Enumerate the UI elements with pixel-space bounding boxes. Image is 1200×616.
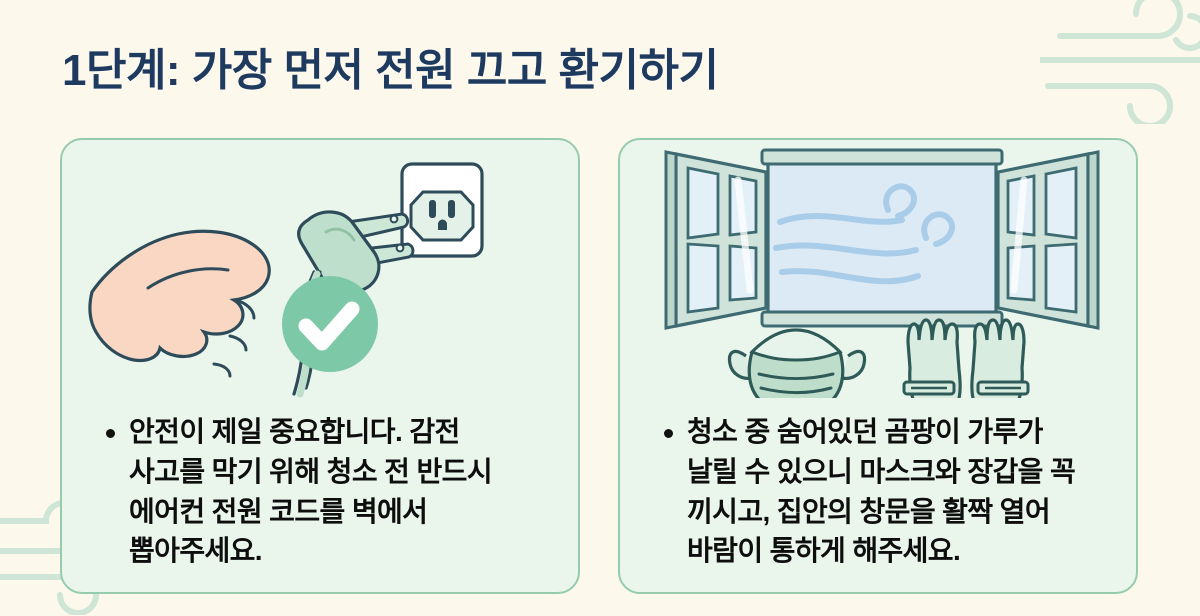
- check-circle-icon: [282, 276, 378, 372]
- bullet-row: 청소 중 숨어있던 곰팡이 가루가 날릴 수 있으니 마스크와 장갑을 꼭 끼시…: [664, 412, 1114, 571]
- bullet-dot-icon: [106, 429, 115, 438]
- wall-outlet-icon: [400, 162, 484, 258]
- face-mask-icon: [727, 328, 867, 398]
- illustration-power-off: [62, 140, 578, 398]
- card-ventilate: 청소 중 숨어있던 곰팡이 가루가 날릴 수 있으니 마스크와 장갑을 꼭 끼시…: [618, 138, 1138, 594]
- card-power-off: 안전이 제일 중요합니다. 감전 사고를 막기 위해 청소 전 반드시 에어컨 …: [60, 138, 580, 594]
- illustration-ventilate: [620, 140, 1136, 398]
- bullet-text: 안전이 제일 중요합니다. 감전 사고를 막기 위해 청소 전 반드시 에어컨 …: [129, 416, 493, 567]
- hand-icon: [88, 229, 271, 378]
- bullet-row: 안전이 제일 중요합니다. 감전 사고를 막기 위해 청소 전 반드시 에어컨 …: [106, 412, 556, 571]
- page-title: 1단계: 가장 먼저 전원 끄고 환기하기: [62, 46, 719, 95]
- open-window-icon: [664, 148, 1100, 330]
- wind-swirl-decoration-top-right: [1037, 0, 1200, 129]
- gloves-icon: [902, 318, 1030, 398]
- wind-icon: [773, 183, 955, 285]
- bullet-dot-icon: [664, 429, 673, 438]
- bullet-text: 청소 중 숨어있던 곰팡이 가루가 날릴 수 있으니 마스크와 장갑을 꼭 끼시…: [687, 416, 1076, 567]
- card-container: 안전이 제일 중요합니다. 감전 사고를 막기 위해 청소 전 반드시 에어컨 …: [0, 138, 1200, 596]
- power-plug-icon: [292, 210, 415, 398]
